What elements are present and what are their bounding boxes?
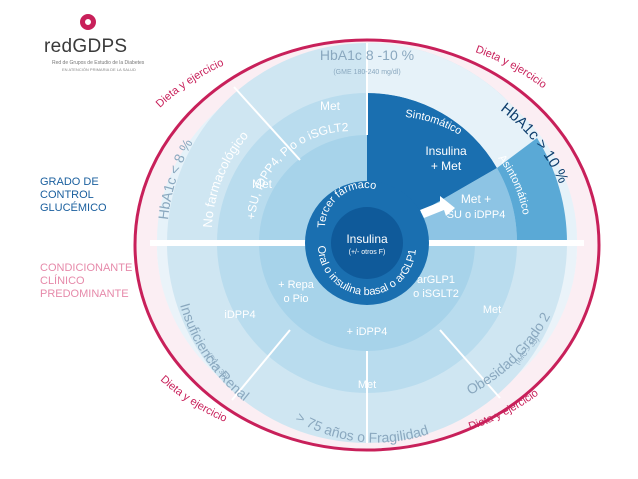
met-left-label: Met bbox=[252, 177, 273, 191]
insulin-met-line2: + Met bbox=[431, 159, 462, 173]
glycemic-control-label: GRADO DE CONTROL GLUCÉMICO bbox=[40, 176, 107, 215]
clinical-label-line: CLÍNICO bbox=[40, 275, 85, 287]
clinical-label-line: CONDICIONANTE bbox=[40, 262, 133, 274]
logo: redGDPS Red de Grupos de Estudio de la D… bbox=[44, 10, 164, 80]
arglp1-line2: o iSGLT2 bbox=[413, 288, 459, 300]
clinical-label-line: PREDOMINANTE bbox=[40, 288, 129, 300]
center-insulin-label: Insulina bbox=[346, 232, 388, 246]
arrow-right-icon bbox=[420, 196, 455, 218]
glycemic-label-line: CONTROL bbox=[40, 189, 94, 201]
center-insulin-sub: (+/- otros F) bbox=[349, 249, 386, 256]
logo-ring-icon bbox=[80, 14, 96, 30]
center-core bbox=[331, 207, 403, 279]
clinical-condition-label: CONDICIONANTE CLÍNICO PREDOMINANTE bbox=[40, 262, 132, 301]
glycemic-label-line: GRADO DE bbox=[40, 176, 99, 188]
met-top-label: Met bbox=[320, 99, 341, 113]
divider-bottom-right bbox=[439, 329, 501, 399]
hba1c-mid-sub: (GME 180-240 mg/dl) bbox=[333, 69, 400, 76]
met-su-line1: Met + bbox=[461, 192, 491, 206]
met-bottom-label: Met bbox=[358, 379, 376, 391]
sector-hba1c-high-outer bbox=[367, 43, 537, 243]
outer-ring-border bbox=[133, 38, 601, 452]
idpp4-left-label: iDPP4 bbox=[224, 309, 255, 321]
glycemic-label-line: GLUCÉMICO bbox=[40, 202, 107, 214]
arglp1-line1: arGLP1 bbox=[417, 274, 455, 286]
insulin-met-line1: Insulina bbox=[425, 144, 467, 158]
sector-asymptomatic-outer bbox=[497, 138, 567, 243]
logo-name: redGDPS bbox=[44, 36, 128, 57]
met-right-label: Met bbox=[483, 304, 501, 316]
repa-line2: o Pio bbox=[283, 293, 308, 305]
idpp4-bottom-label: + iDPP4 bbox=[347, 326, 388, 338]
divider-top-left bbox=[233, 86, 301, 161]
repa-line1: + Repa bbox=[278, 279, 315, 291]
logo-subtitle-2: EN ATENCIÓN PRIMARIA DE LA SALUD bbox=[62, 67, 136, 72]
met-su-line2: SU o iDPP4 bbox=[447, 209, 506, 221]
hba1c-mid-label: HbA1c 8 -10 % bbox=[320, 47, 414, 63]
divider-bottom-left bbox=[231, 329, 291, 401]
logo-subtitle-1: Red de Grupos de Estudio de la Diabetes bbox=[52, 60, 145, 66]
